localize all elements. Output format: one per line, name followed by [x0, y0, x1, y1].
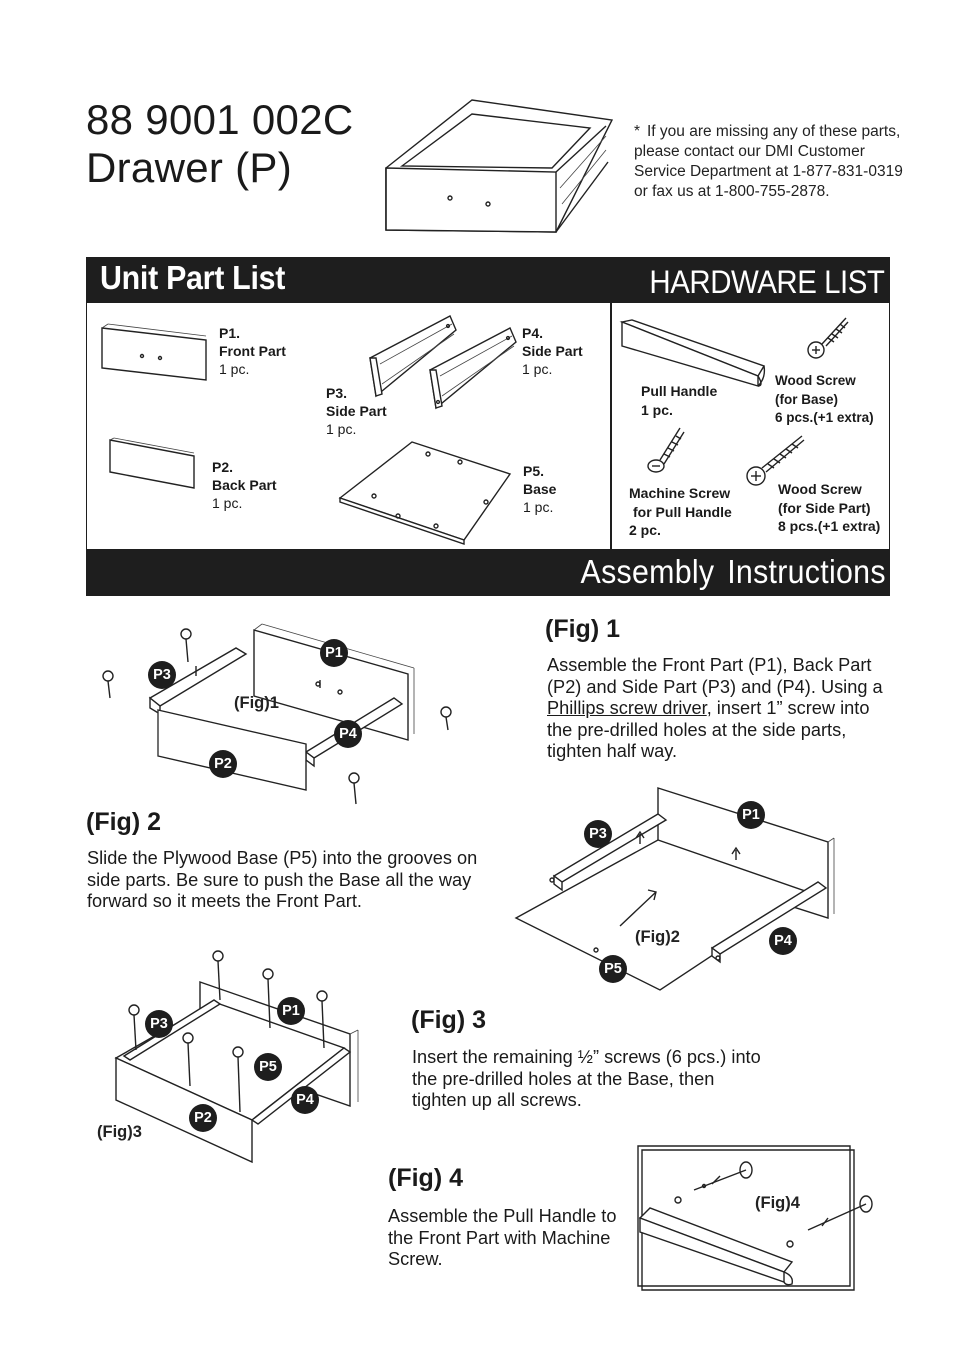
- part-p1-qty: 1 pc.: [219, 361, 250, 377]
- part-p1-label: P1. Front Part 1 pc.: [219, 324, 286, 378]
- part-p5-id: P5.: [523, 463, 545, 479]
- part-p4-label: P4. Side Part 1 pc.: [522, 324, 583, 378]
- machine-screw-name: Machine Screw: [629, 485, 731, 501]
- pull-handle-drawing: [619, 319, 766, 387]
- wood-screw-base-icon: [807, 317, 849, 359]
- wood-screw-base-label: Wood Screw (for Base) 6 pcs.(+1 extra): [775, 372, 874, 428]
- part-p5-name: Base: [523, 481, 557, 497]
- part-p5-label: P5. Base 1 pc.: [523, 462, 556, 516]
- pull-handle-label: Pull Handle 1 pc.: [641, 382, 717, 419]
- fig2-badge-p3: P3: [584, 820, 612, 848]
- fig3-badge-p4: P4: [291, 1086, 319, 1114]
- fig2-badge-p4: P4: [769, 927, 797, 955]
- fig1-badge-p1: P1: [320, 639, 348, 667]
- wood-screw-base-use: (for Base): [775, 391, 839, 407]
- parts-divider: [610, 303, 612, 549]
- fig4-heading: (Fig) 4: [388, 1164, 463, 1192]
- wood-screw-side-icon: [746, 435, 805, 486]
- part-p3-qty: 1 pc.: [326, 421, 357, 437]
- wood-screw-side-use: (for Side Part): [778, 499, 871, 516]
- page-title: 88 9001 002C Drawer (P): [86, 96, 354, 192]
- pull-handle-name: Pull Handle: [641, 383, 718, 399]
- instructions-word: Instructions: [727, 553, 886, 590]
- part-p2-qty: 1 pc.: [212, 495, 243, 511]
- pull-handle-qty: 1 pc.: [641, 401, 673, 418]
- drawer-illustration: [385, 99, 614, 233]
- assembly-word: Assembly: [580, 553, 715, 590]
- part-p1-name: Front Part: [219, 343, 286, 359]
- fig1-text-a: Assemble the Front Part (P1), Back Part …: [547, 655, 883, 697]
- part-p2-name: Back Part: [212, 477, 277, 493]
- parts-panel: [86, 303, 890, 549]
- assembly-instructions-heading: Assembly Instructions: [581, 553, 886, 591]
- machine-screw-qty: 2 pc.: [629, 522, 661, 538]
- fig1-caption: (Fig)1: [234, 694, 279, 712]
- fig4-caption: (Fig)4: [755, 1194, 800, 1212]
- fig1-tool-name: Phillips screw driver: [547, 698, 707, 718]
- part-p4-qty: 1 pc.: [522, 361, 553, 377]
- fig3-instructions: Insert the remaining ½” screws (6 pcs.) …: [412, 1047, 761, 1110]
- machine-screw-use: for Pull Handle: [633, 503, 732, 520]
- back-part-drawing: [109, 437, 195, 489]
- fig3-badge-p1: P1: [277, 997, 305, 1025]
- fig2-badge-p1: P1: [737, 801, 765, 829]
- part-p3-id: P3.: [326, 385, 348, 401]
- part-p4-name: Side Part: [522, 343, 583, 359]
- unit-part-list-heading: Unit Part List: [100, 259, 286, 296]
- fig4-illustration: [637, 1145, 873, 1291]
- fig1-illustration: [102, 623, 452, 805]
- fig3-illustration: [114, 950, 359, 1164]
- fig2-badge-p5: P5: [599, 955, 627, 983]
- wood-screw-side-label: Wood Screw (for Side Part) 8 pcs.(+1 ext…: [778, 480, 880, 536]
- fig2-heading: (Fig) 2: [86, 808, 161, 836]
- wood-screw-side-name: Wood Screw: [778, 481, 862, 497]
- part-p3-label: P3. Side Part 1 pc.: [326, 384, 387, 438]
- part-p3-name: Side Part: [326, 403, 387, 419]
- fig3-badge-p2: P2: [189, 1104, 217, 1132]
- part-p5-qty: 1 pc.: [523, 499, 554, 515]
- fig2-illustration: [514, 787, 835, 991]
- part-p2-label: P2. Back Part 1 pc.: [212, 458, 277, 512]
- unit-part-list-bar: Unit Part List HARDWARE LIST: [86, 257, 890, 303]
- wood-screw-side-qty: 8 pcs.(+1 extra): [778, 518, 881, 534]
- part-p4-id: P4.: [522, 325, 544, 341]
- fig2-instructions: Slide the Plywood Base (P5) into the gro…: [87, 848, 478, 911]
- fig3-caption: (Fig)3: [97, 1123, 142, 1141]
- fig4-instructions: Assemble the Pull Handle to the Front Pa…: [388, 1206, 617, 1269]
- base-drawing: [338, 441, 512, 545]
- wood-screw-base-name: Wood Screw: [775, 373, 856, 388]
- fig3-badge-p3: P3: [145, 1010, 173, 1038]
- product-name: Drawer (P): [86, 144, 293, 191]
- fig1-badge-p2: P2: [209, 750, 237, 778]
- fig3-heading: (Fig) 3: [411, 1006, 486, 1034]
- fig1-badge-p4: P4: [334, 720, 362, 748]
- machine-screw-icon: [647, 427, 685, 473]
- notice-asterisk: *: [634, 123, 641, 140]
- assembly-instructions-bar: Assembly Instructions: [86, 549, 890, 596]
- hardware-list-heading: HARDWARE LIST: [648, 264, 884, 300]
- part-p1-id: P1.: [219, 325, 241, 341]
- fig2-caption: (Fig)2: [635, 928, 680, 946]
- fig1-badge-p3: P3: [148, 661, 176, 689]
- notice-text: If you are missing any of these parts, p…: [634, 123, 903, 200]
- front-part-drawing: [101, 323, 207, 381]
- part-p2-id: P2.: [212, 459, 234, 475]
- missing-parts-notice: *If you are missing any of these parts, …: [634, 122, 904, 202]
- side-parts-drawing: [369, 315, 517, 410]
- fig3-badge-p5: P5: [254, 1053, 282, 1081]
- model-code: 88 9001 002C: [86, 96, 354, 143]
- fig1-text-b: , insert 1” screw into the pre-drilled h…: [547, 698, 870, 761]
- machine-screw-label: Machine Screw for Pull Handle 2 pc.: [629, 484, 732, 540]
- fig1-instructions: Assemble the Front Part (P1), Back Part …: [547, 655, 897, 763]
- wood-screw-base-qty: 6 pcs.(+1 extra): [775, 410, 874, 425]
- fig1-heading: (Fig) 1: [545, 615, 620, 643]
